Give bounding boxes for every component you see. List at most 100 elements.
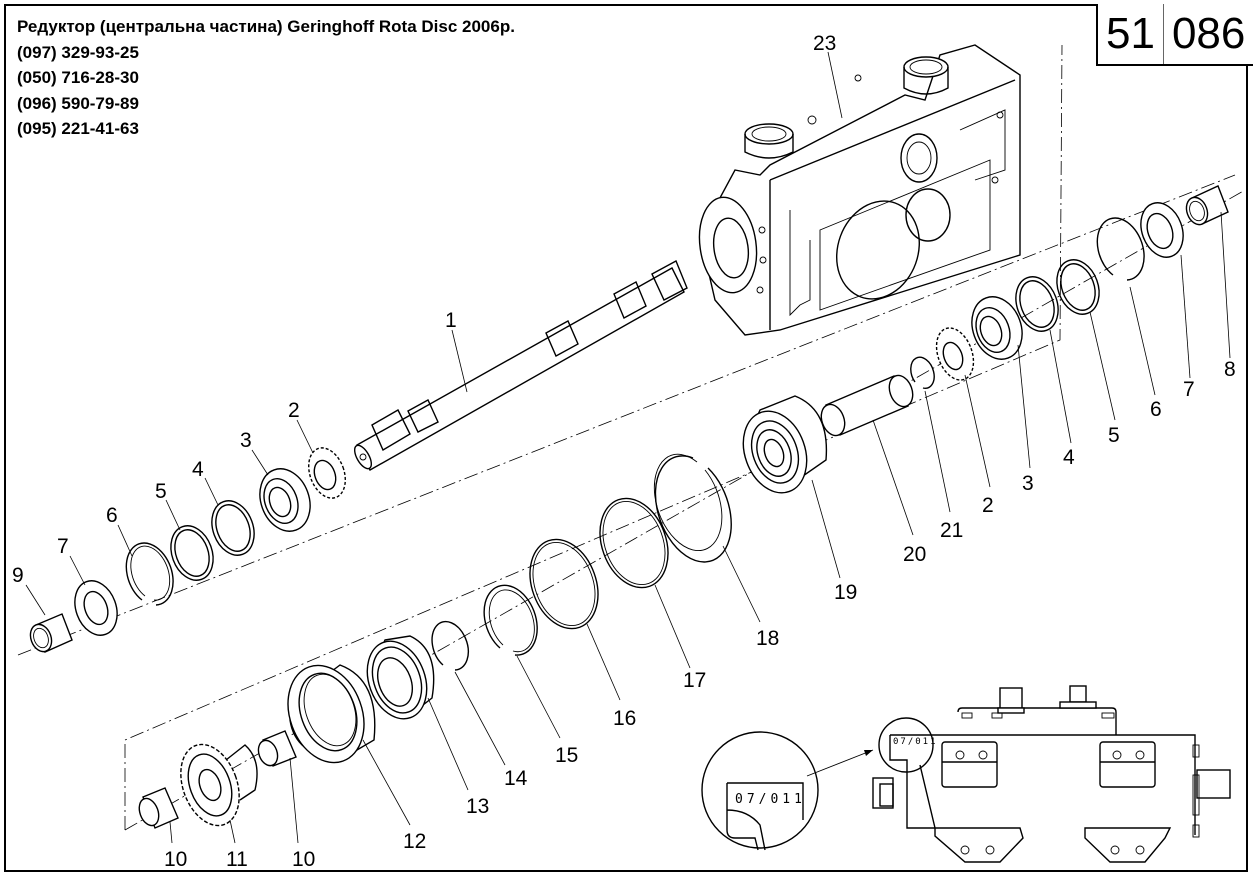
callout-15[interactable]: 15 bbox=[555, 744, 578, 767]
leader-line bbox=[362, 739, 411, 826]
circlip-6-upper[interactable] bbox=[125, 542, 174, 606]
callout-3-right[interactable]: 3 bbox=[1022, 472, 1034, 495]
drawing-frame bbox=[4, 4, 1248, 872]
circlip-18[interactable] bbox=[653, 453, 732, 563]
leader-line bbox=[1180, 254, 1191, 379]
upper-axis-line bbox=[17, 174, 1236, 656]
bearing-13[interactable] bbox=[357, 633, 437, 727]
leader-line bbox=[454, 671, 506, 766]
bushing-10-right[interactable] bbox=[255, 730, 297, 768]
bearing-19[interactable] bbox=[732, 395, 828, 502]
callout-11[interactable]: 11 bbox=[226, 848, 248, 871]
bevel-gear-11[interactable] bbox=[170, 736, 258, 833]
callout-20[interactable]: 20 bbox=[903, 543, 926, 566]
seal-7-right[interactable] bbox=[1134, 197, 1191, 263]
magnifier-circle-large bbox=[701, 731, 819, 849]
callout-23[interactable]: 23 bbox=[813, 32, 836, 55]
callout-4-right[interactable]: 4 bbox=[1063, 446, 1075, 469]
o-ring-16[interactable] bbox=[518, 530, 610, 638]
callout-5-upper[interactable]: 5 bbox=[155, 480, 167, 503]
callout-2-upper[interactable]: 2 bbox=[288, 399, 300, 422]
page-code-group: 51 bbox=[1106, 9, 1155, 58]
bushing-8[interactable] bbox=[1183, 185, 1229, 228]
leader-line bbox=[722, 545, 761, 623]
circlip-15[interactable] bbox=[483, 584, 538, 656]
leader-line bbox=[872, 419, 914, 536]
washer-4-upper[interactable] bbox=[205, 495, 262, 561]
leader-line bbox=[289, 757, 299, 844]
sleeve-20[interactable] bbox=[817, 372, 917, 439]
callout-7-upper[interactable]: 7 bbox=[57, 535, 69, 558]
phone-number[interactable]: (095) 221-41-63 bbox=[17, 119, 139, 138]
leader-line bbox=[827, 51, 843, 119]
callout-14[interactable]: 14 bbox=[504, 767, 528, 790]
bevel-gear-2-right[interactable] bbox=[930, 323, 980, 385]
callout-3-upper[interactable]: 3 bbox=[240, 429, 252, 452]
lower-axis-line bbox=[124, 189, 1246, 831]
leader-line bbox=[924, 390, 951, 513]
callout-12[interactable]: 12 bbox=[403, 830, 426, 853]
callout-7-right[interactable]: 7 bbox=[1183, 378, 1195, 401]
page-code-page: 086 bbox=[1162, 4, 1253, 64]
leader-line bbox=[811, 479, 841, 579]
callout-17[interactable]: 17 bbox=[683, 669, 706, 692]
bushing-10-left[interactable] bbox=[136, 787, 179, 829]
phone-number[interactable]: (097) 329-93-25 bbox=[17, 42, 139, 62]
callout-8[interactable]: 8 bbox=[1224, 358, 1236, 381]
callout-4-upper[interactable]: 4 bbox=[192, 458, 204, 481]
phone-number[interactable]: (050) 716-28-30 bbox=[17, 68, 139, 87]
phone-number[interactable]: (096) 590-79-89 bbox=[17, 93, 139, 113]
header-block: Редуктор (центральна частина) Geringhoff… bbox=[17, 14, 515, 142]
leader-line bbox=[169, 821, 173, 844]
callout-13[interactable]: 13 bbox=[466, 795, 489, 818]
leader-line bbox=[296, 419, 314, 454]
callout-6-right[interactable]: 6 bbox=[1150, 398, 1162, 421]
page-code-box: 51 086 bbox=[1096, 4, 1254, 66]
circlip-14[interactable] bbox=[431, 620, 469, 671]
washer-5-right[interactable] bbox=[1050, 254, 1107, 320]
washer-4-right[interactable] bbox=[1009, 271, 1066, 337]
callout-1[interactable]: 1 bbox=[445, 309, 457, 332]
leader-line bbox=[69, 555, 86, 586]
stamp-code-small: 07/011 bbox=[893, 737, 938, 747]
leader-line bbox=[451, 329, 468, 393]
callout-18[interactable]: 18 bbox=[756, 627, 779, 650]
callout-9[interactable]: 9 bbox=[12, 564, 24, 587]
leader-line bbox=[204, 477, 219, 506]
leader-line bbox=[654, 584, 691, 669]
housing-boundary-line bbox=[124, 44, 1063, 830]
leader-line bbox=[1129, 286, 1156, 396]
detail-view: 07/011 bbox=[701, 685, 1231, 863]
circlip-21[interactable] bbox=[910, 356, 935, 389]
callout-16[interactable]: 16 bbox=[613, 707, 636, 730]
stamp-code-large: 07/011 bbox=[735, 792, 806, 807]
callout-21[interactable]: 21 bbox=[940, 519, 963, 542]
leader-line bbox=[165, 499, 181, 531]
callout-19[interactable]: 19 bbox=[834, 581, 857, 604]
detail-pointer-arrow bbox=[806, 749, 874, 777]
callout-6-upper[interactable]: 6 bbox=[106, 504, 118, 527]
leader-line bbox=[1049, 329, 1072, 444]
seal-7-upper[interactable] bbox=[68, 575, 125, 641]
bushing-9[interactable] bbox=[27, 613, 73, 655]
gearbox-housing[interactable] bbox=[694, 44, 1021, 336]
leader-line bbox=[25, 584, 46, 616]
magnifier-circle-small bbox=[878, 717, 934, 773]
circlip-6-right[interactable] bbox=[1096, 217, 1145, 281]
pinion-gear-2[interactable] bbox=[302, 443, 352, 503]
bearing-3-right[interactable] bbox=[964, 290, 1031, 367]
callout-2-right[interactable]: 2 bbox=[982, 494, 994, 517]
callout-5-right[interactable]: 5 bbox=[1108, 424, 1120, 447]
leader-line bbox=[427, 697, 469, 791]
leader-line bbox=[964, 374, 991, 488]
shaft-1[interactable] bbox=[351, 260, 688, 471]
diagram-title: Редуктор (центральна частина) Geringhoff… bbox=[17, 17, 515, 36]
callout-10-right[interactable]: 10 bbox=[292, 848, 315, 871]
bearing-3-upper[interactable] bbox=[252, 462, 319, 539]
callout-10-left[interactable]: 10 bbox=[164, 848, 187, 871]
washer-5-upper[interactable] bbox=[164, 520, 221, 586]
o-ring-17[interactable] bbox=[588, 489, 680, 597]
gearbox-side-view: 07/011 bbox=[872, 685, 1231, 863]
seal-12[interactable] bbox=[275, 655, 377, 774]
